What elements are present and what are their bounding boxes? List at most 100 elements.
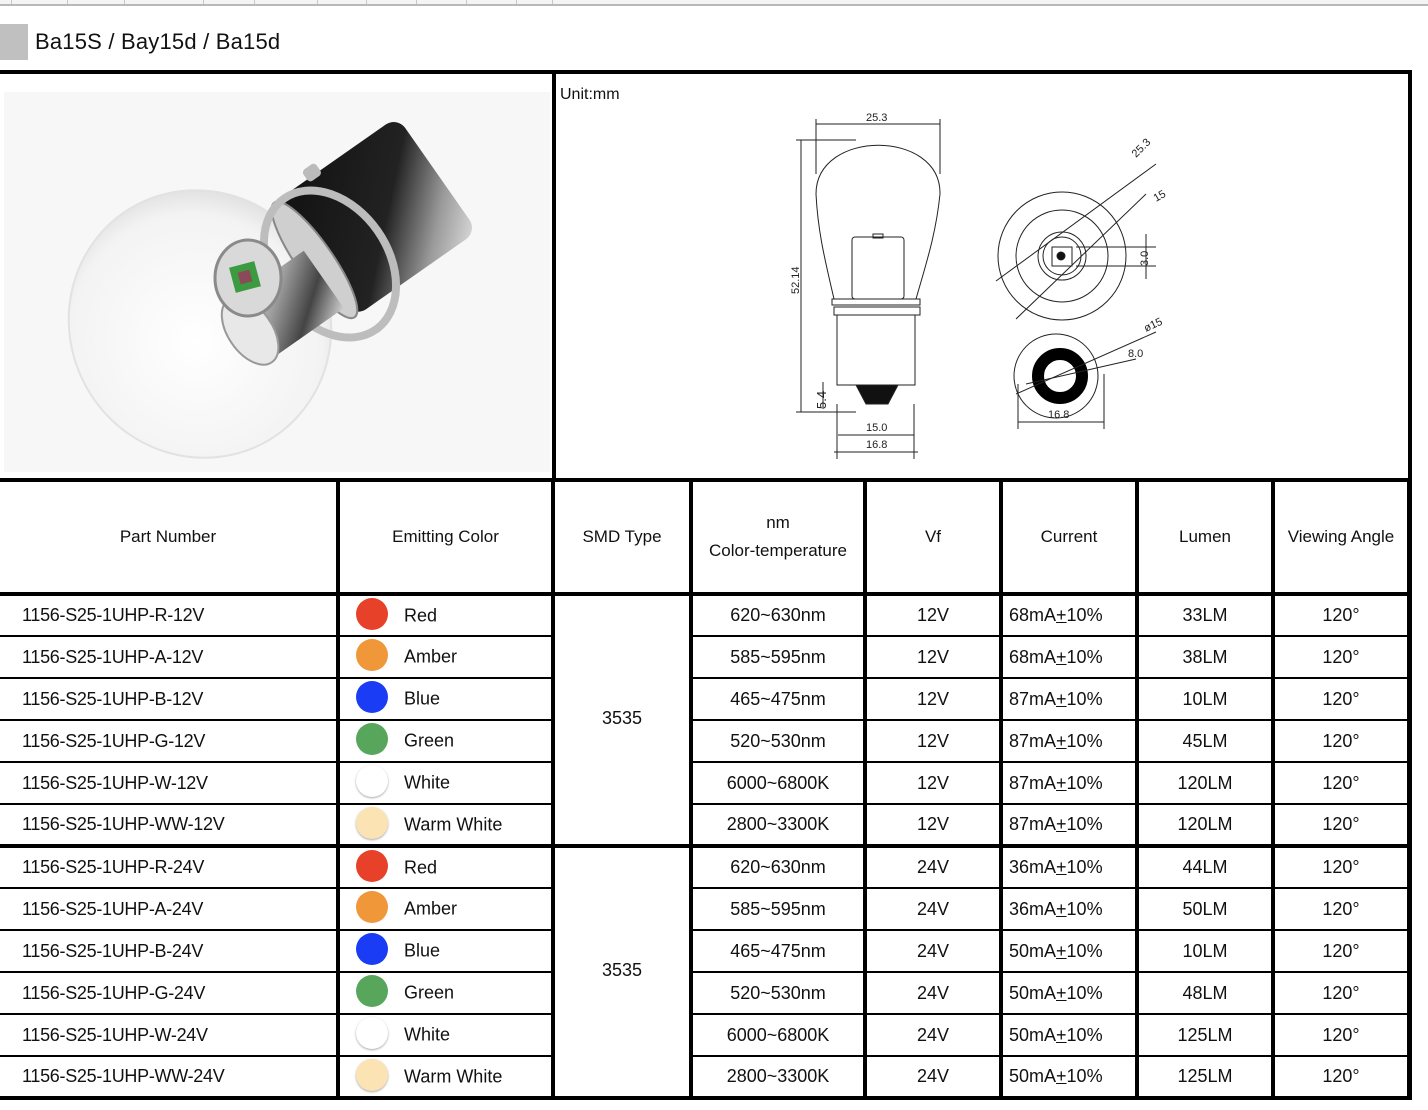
plus-minus-sign: + [1056, 646, 1067, 667]
part-number: 1156-S25-1UHP-WW-24V [0, 1055, 340, 1100]
color-swatch-icon [356, 765, 388, 797]
current-tolerance: 10% [1066, 688, 1103, 709]
vf: 12V [864, 635, 1003, 679]
plus-minus-sign: + [1056, 772, 1067, 793]
part-number: 1156-S25-1UHP-B-12V [0, 677, 340, 721]
header-emitting-color: Emitting Color [337, 482, 555, 596]
color-swatch-icon [356, 849, 388, 882]
vf: 12V [864, 719, 1003, 763]
color-temperature: 585~595nm [690, 635, 867, 679]
current: 50mA+10% [1000, 971, 1139, 1015]
plus-minus-sign: + [1056, 898, 1067, 919]
plus-minus-sign: + [1056, 605, 1067, 625]
current-value: 50mA [1009, 940, 1057, 961]
svg-text:15.0: 15.0 [866, 422, 887, 434]
svg-text:52.14: 52.14 [790, 266, 802, 294]
divider-vertical [552, 74, 556, 480]
color-name: White [404, 772, 451, 793]
current-value: 36mA [1009, 857, 1057, 877]
plus-minus-sign: + [1056, 730, 1067, 751]
table-header-row: Part Number Emitting Color SMD Type nm C… [0, 482, 1409, 596]
color-temperature: 620~630nm [690, 593, 867, 637]
viewing-angle: 120° [1272, 593, 1409, 637]
plus-minus-sign: + [1056, 940, 1067, 961]
color-temperature: 465~475nm [690, 929, 867, 973]
viewing-angle: 120° [1272, 761, 1409, 805]
color-name: Red [404, 605, 438, 625]
header-lumen: Lumen [1136, 482, 1275, 596]
lumen: 10LM [1136, 677, 1275, 721]
current-tolerance: 10% [1066, 898, 1103, 919]
color-name: Blue [404, 688, 441, 709]
part-number: 1156-S25-1UHP-WW-12V [0, 803, 340, 848]
vf: 12V [864, 761, 1003, 805]
lumen: 120LM [1136, 803, 1275, 848]
lumen: 45LM [1136, 719, 1275, 763]
header-part-number: Part Number [0, 482, 340, 596]
part-number: 1156-S25-1UHP-W-12V [0, 761, 340, 805]
header-current: Current [1000, 482, 1139, 596]
current: 87mA+10% [1000, 719, 1139, 763]
smd-type: 3535 [552, 845, 693, 1100]
color-name: Amber [404, 646, 458, 667]
current: 68mA+10% [1000, 593, 1139, 637]
svg-text:8.0: 8.0 [1128, 348, 1143, 360]
bulb-photo-illustration [0, 74, 552, 478]
svg-text:5.4: 5.4 [814, 391, 829, 409]
vf: 24V [864, 1055, 1003, 1100]
color-swatch-icon [356, 639, 388, 671]
viewing-angle: 120° [1272, 1055, 1409, 1100]
part-number: 1156-S25-1UHP-R-24V [0, 845, 340, 889]
emitting-color: Green [337, 971, 555, 1015]
viewing-angle: 120° [1272, 971, 1409, 1015]
vf: 24V [864, 971, 1003, 1015]
color-swatch-icon [356, 723, 388, 755]
current-tolerance: 10% [1066, 605, 1103, 625]
color-swatch-icon [356, 891, 388, 923]
svg-text:16.8: 16.8 [1048, 409, 1069, 421]
svg-text:16.8: 16.8 [866, 439, 887, 451]
current: 50mA+10% [1000, 929, 1139, 973]
emitting-color: Amber [337, 887, 555, 931]
current-value: 50mA [1009, 982, 1057, 1003]
color-swatch-icon [356, 597, 388, 630]
viewing-angle: 120° [1272, 845, 1409, 889]
current: 87mA+10% [1000, 677, 1139, 721]
color-temperature: 585~595nm [690, 887, 867, 931]
vf: 12V [864, 593, 1003, 637]
title-marker [0, 24, 28, 60]
current-value: 50mA [1009, 1024, 1057, 1045]
current-value: 36mA [1009, 898, 1057, 919]
svg-text:3.0: 3.0 [1139, 251, 1151, 266]
header-smd-type: SMD Type [552, 482, 693, 596]
emitting-color: Amber [337, 635, 555, 679]
emitting-color: Blue [337, 677, 555, 721]
vf: 24V [864, 1013, 1003, 1057]
color-temperature: 520~530nm [690, 971, 867, 1015]
current-tolerance: 10% [1066, 1066, 1103, 1086]
svg-text:15: 15 [1152, 188, 1169, 205]
color-temperature: 520~530nm [690, 719, 867, 763]
color-name: Warm White [404, 1066, 503, 1086]
current-value: 87mA [1009, 688, 1057, 709]
color-name: Blue [404, 940, 441, 961]
current-value: 87mA [1009, 814, 1057, 834]
part-number: 1156-S25-1UHP-G-24V [0, 971, 340, 1015]
viewing-angle: 120° [1272, 803, 1409, 848]
vf: 24V [864, 887, 1003, 931]
color-swatch-icon [356, 806, 388, 839]
current-tolerance: 10% [1066, 730, 1103, 751]
color-name: White [404, 1024, 451, 1045]
part-number: 1156-S25-1UHP-A-12V [0, 635, 340, 679]
